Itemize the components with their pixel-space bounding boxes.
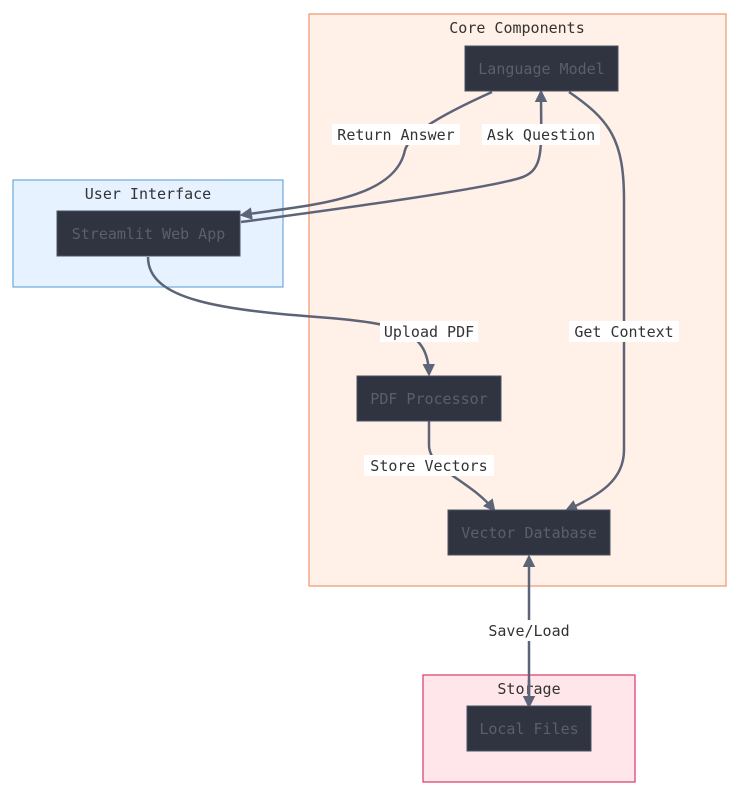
edge-label-store-vectors: Store Vectors (370, 457, 487, 475)
node-streamlit-web-app-label: Streamlit Web App (72, 225, 226, 243)
edge-return-answer (239, 90, 493, 220)
node-pdf-processor-box (356, 375, 502, 422)
edge-label-save-load-bg (483, 620, 575, 641)
edge-label-return-answer: Return Answer (337, 126, 454, 144)
edge-label-save-load: Save/Load (488, 622, 569, 640)
edge-label-upload-pdf-group: Upload PDF (380, 321, 478, 342)
cluster-storage: Storage (422, 674, 636, 783)
edge-label-store-vectors-bg (364, 455, 494, 476)
node-local-files-box (466, 705, 592, 752)
edge-label-save-load-group: Save/Load (483, 620, 575, 641)
edge-label-get-context: Get Context (574, 323, 673, 341)
node-pdf-processor[interactable]: PDF Processor (356, 375, 502, 422)
node-vector-database[interactable]: Vector Database (447, 509, 611, 556)
node-vector-database-box (447, 509, 611, 556)
edge-label-ask-question: Ask Question (487, 126, 595, 144)
node-language-model-box (464, 45, 619, 92)
node-language-model[interactable]: Language Model (464, 45, 619, 92)
cluster-core-box (308, 13, 727, 587)
edge-label-upload-pdf: Upload PDF (384, 323, 474, 341)
cluster-ui-title: User Interface (85, 185, 211, 203)
node-streamlit-web-app[interactable]: Streamlit Web App (56, 210, 241, 257)
edge-label-store-vectors-group: Store Vectors (364, 455, 494, 476)
nodes: Language Model Streamlit Web App PDF Pro… (56, 45, 619, 752)
node-local-files[interactable]: Local Files (466, 705, 592, 752)
edge-label-return-answer-group: Return Answer (332, 124, 460, 145)
node-pdf-processor-label: PDF Processor (370, 390, 487, 408)
node-vector-database-label: Vector Database (461, 524, 596, 542)
cluster-core-title: Core Components (449, 19, 584, 37)
edge-label-ask-question-bg (482, 124, 600, 145)
edge-labels: Return Answer Ask Question Upload PDF Ge… (332, 124, 679, 641)
edge-label-upload-pdf-bg (380, 321, 478, 342)
node-streamlit-web-app-box (56, 210, 241, 257)
node-local-files-label: Local Files (479, 720, 578, 738)
edge-label-get-context-group: Get Context (569, 321, 679, 342)
edge-label-ask-question-group: Ask Question (482, 124, 600, 145)
edge-get-context (564, 90, 626, 512)
cluster-core-components: Core Components (308, 13, 727, 587)
edge-label-get-context-bg (569, 321, 679, 342)
node-language-model-label: Language Model (478, 60, 604, 78)
edge-label-return-answer-bg (332, 124, 460, 145)
